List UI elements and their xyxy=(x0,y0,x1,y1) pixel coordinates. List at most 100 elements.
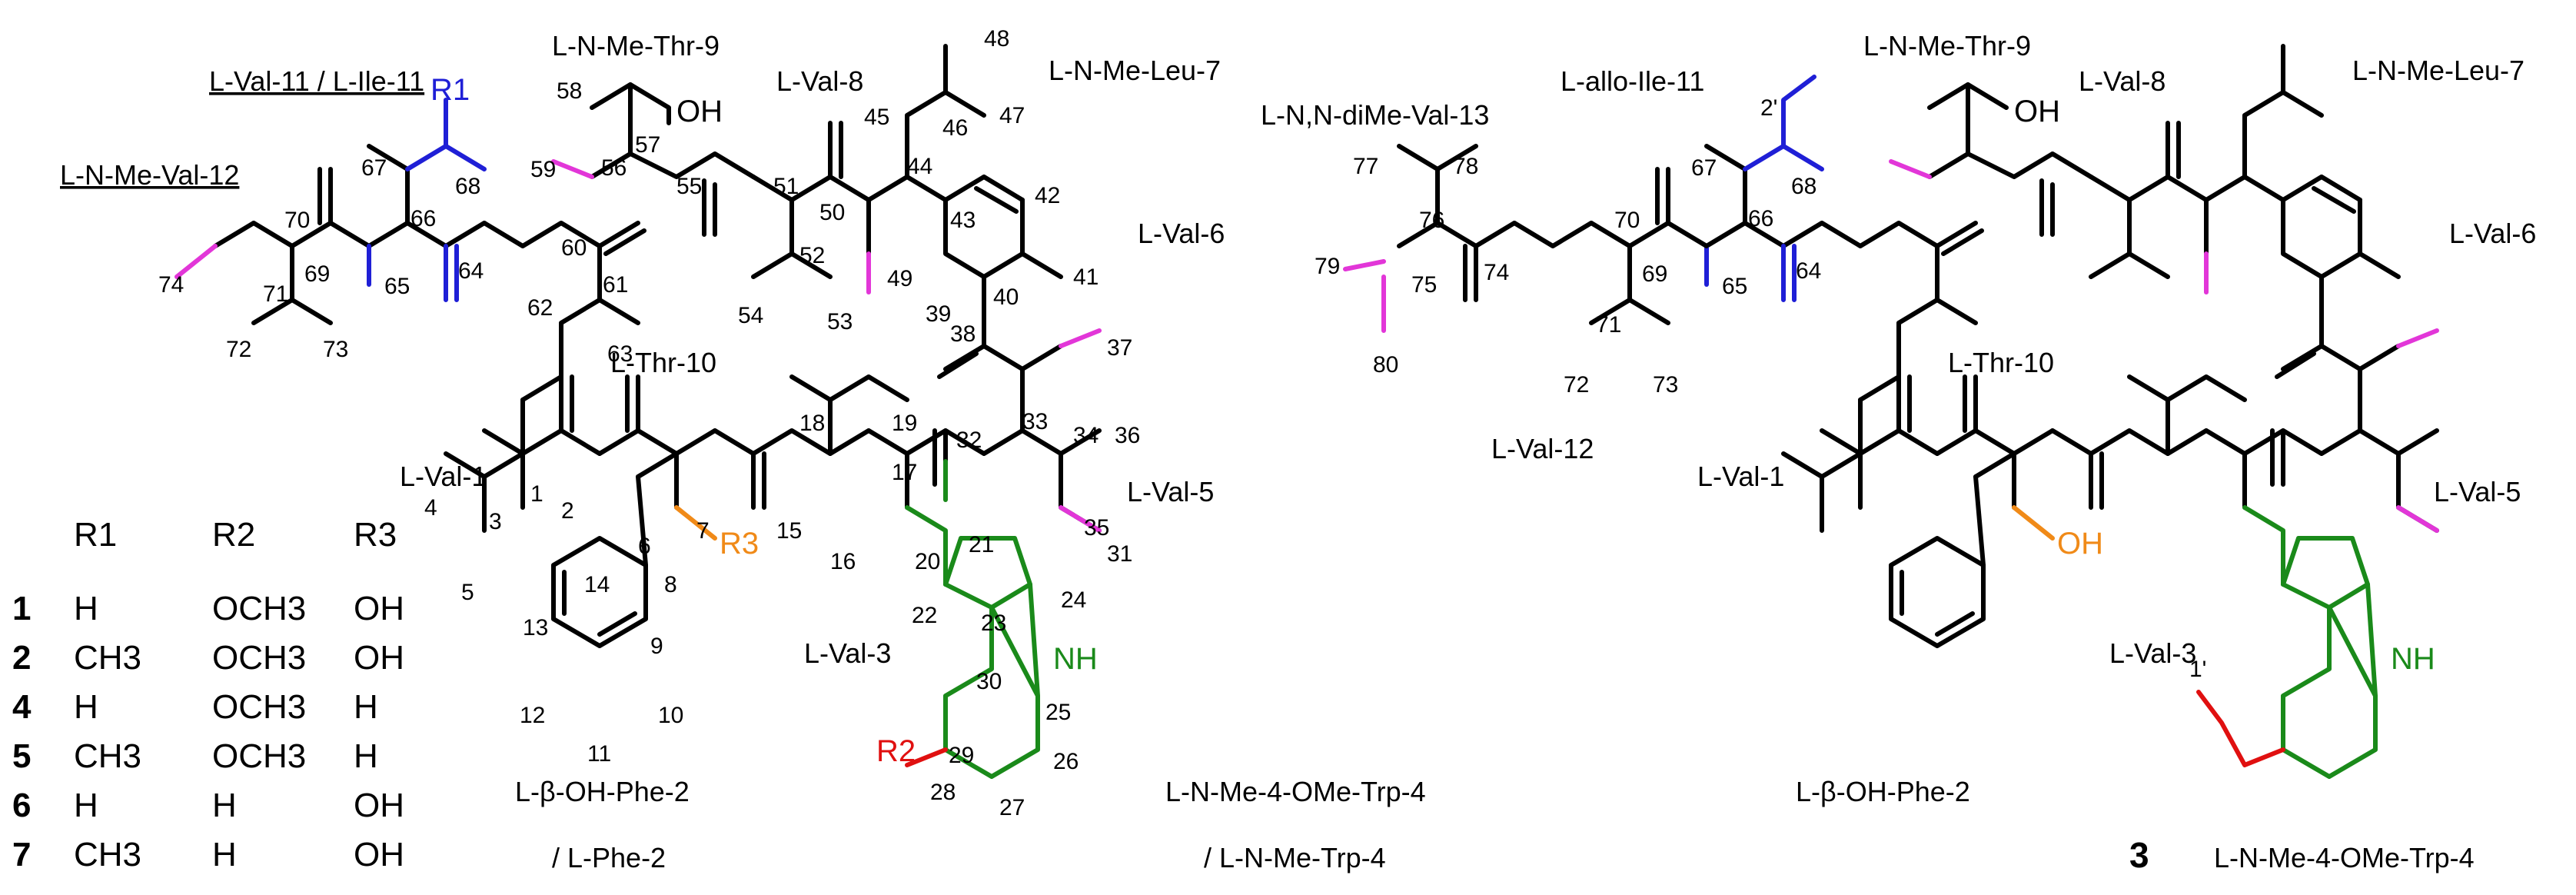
label-val8: L-Val-8 xyxy=(2079,65,2166,97)
right-residue-labels: L-N,N-diMe-Val-13 L-allo-Ile-11 L-Val-12… xyxy=(1261,30,2536,875)
label-nmethr9: L-N-Me-Thr-9 xyxy=(552,30,720,62)
atom-69: 69 xyxy=(304,261,330,287)
atom-70: 70 xyxy=(1614,208,1640,233)
label-phe2: / L-Phe-2 xyxy=(552,842,666,873)
atom-24: 24 xyxy=(1061,587,1086,613)
atom-65: 65 xyxy=(384,274,410,299)
table-row-6: 6 H H OH xyxy=(12,787,404,824)
atom-58: 58 xyxy=(557,78,582,104)
label-dimeval13: L-N,N-diMe-Val-13 xyxy=(1261,99,1489,131)
atom-r1: R1 xyxy=(430,73,470,107)
atom-30: 30 xyxy=(976,669,1002,694)
atom-49: 49 xyxy=(887,266,912,291)
atom-45: 45 xyxy=(864,105,889,130)
table-row-2: 2 CH3 OCH3 OH xyxy=(12,639,404,677)
label-val1: L-Val-1 xyxy=(1697,461,1784,492)
atom-74: 74 xyxy=(158,272,184,298)
atom-35: 35 xyxy=(1084,515,1109,541)
compound-number: 2 xyxy=(12,639,31,677)
atom-4: 4 xyxy=(424,495,437,521)
atom-70: 70 xyxy=(284,208,310,233)
label-val6: L-Val-6 xyxy=(1138,218,1225,249)
atom-8: 8 xyxy=(664,572,677,597)
label-nme4ometrp4: L-N-Me-4-OMe-Trp-4 xyxy=(2214,842,2475,873)
atom-29: 29 xyxy=(949,743,974,768)
right-structure-compound-3: L-N,N-diMe-Val-13 L-allo-Ile-11 L-Val-12… xyxy=(1261,30,2536,875)
compound-number: 6 xyxy=(12,787,31,824)
atom-67: 67 xyxy=(361,155,387,181)
header-r1: R1 xyxy=(74,516,117,554)
cell-r1: H xyxy=(74,787,98,824)
atom-r2: R2 xyxy=(876,734,916,768)
atom-71: 71 xyxy=(1596,312,1621,338)
atom-46: 46 xyxy=(942,115,968,141)
atom-20: 20 xyxy=(915,549,940,574)
atom-69: 69 xyxy=(1642,261,1667,287)
header-r3: R3 xyxy=(354,516,397,554)
atom-77: 77 xyxy=(1353,154,1378,179)
label-val6: L-Val-6 xyxy=(2449,218,2536,249)
left-bonds-red xyxy=(905,747,948,767)
label-val5: L-Val-5 xyxy=(2434,476,2521,507)
atom-55: 55 xyxy=(676,174,702,199)
atom-11: 11 xyxy=(587,741,611,767)
atom-oh-57: OH xyxy=(2014,95,2060,128)
cell-r2: H xyxy=(212,787,237,824)
atom-16: 16 xyxy=(830,549,856,574)
atom-53: 53 xyxy=(827,309,853,334)
label-val8: L-Val-8 xyxy=(776,65,863,97)
atom-34: 34 xyxy=(1073,423,1099,448)
cell-r1: CH3 xyxy=(74,836,141,873)
label-val3: L-Val-3 xyxy=(804,637,891,669)
atom-26: 26 xyxy=(1053,749,1079,774)
atom-2: 2 xyxy=(561,498,574,524)
compound-number: 4 xyxy=(12,688,32,726)
atom-32: 32 xyxy=(956,428,982,453)
cell-r2: OCH3 xyxy=(212,639,306,677)
atom-7: 7 xyxy=(696,518,710,544)
atom-27: 27 xyxy=(999,795,1025,820)
atom-5: 5 xyxy=(461,580,474,605)
atom-r3: R3 xyxy=(720,527,759,561)
cell-r2: OCH3 xyxy=(212,688,306,726)
atom-57: 57 xyxy=(635,132,660,158)
left-atom-labels: OH R1 R3 R2 NH 48 47 46 45 44 43 42 41 4… xyxy=(158,26,1140,820)
label-nmeval12: L-N-Me-Val-12 xyxy=(60,159,239,191)
atom-64: 64 xyxy=(458,258,484,284)
atom-62: 62 xyxy=(527,295,553,321)
atom-33: 33 xyxy=(1022,409,1048,434)
atom-73: 73 xyxy=(323,337,348,362)
atom-51: 51 xyxy=(773,174,799,199)
atom-63: 63 xyxy=(607,341,633,367)
atom-25: 25 xyxy=(1045,700,1071,725)
atom-31: 31 xyxy=(1107,541,1132,567)
label-alloile11: L-allo-Ile-11 xyxy=(1561,65,1704,97)
table-header: R1 R2 R3 xyxy=(74,516,397,554)
atom-67: 67 xyxy=(1691,155,1717,181)
atom-10: 10 xyxy=(658,703,683,728)
table-row-5: 5 CH3 OCH3 H xyxy=(12,737,378,775)
atom-41: 41 xyxy=(1073,265,1099,290)
right-core xyxy=(1704,44,2439,779)
atom-60: 60 xyxy=(561,235,587,261)
atom-73: 73 xyxy=(1653,372,1678,398)
left-structure: L-Val-11 / L-Ile-11 L-N-Me-Val-12 L-N-Me… xyxy=(60,26,1426,873)
table-row-1: 1 H OCH3 OH xyxy=(12,590,404,627)
atom-3: 3 xyxy=(489,509,502,534)
atom-52: 52 xyxy=(799,243,825,268)
atom-43: 43 xyxy=(950,208,976,233)
atom-6: 6 xyxy=(638,534,651,559)
atom-1prime: 1' xyxy=(2189,657,2206,682)
atom-39: 39 xyxy=(926,301,951,327)
atom-28: 28 xyxy=(930,780,956,805)
atom-66: 66 xyxy=(1748,206,1773,231)
atom-78: 78 xyxy=(1453,154,1478,179)
atom-14: 14 xyxy=(584,572,610,597)
atom-13: 13 xyxy=(523,615,548,640)
atom-9: 9 xyxy=(650,634,663,659)
cell-r1: CH3 xyxy=(74,737,141,775)
label-nmethr9: L-N-Me-Thr-9 xyxy=(1863,30,2031,62)
atom-79: 79 xyxy=(1315,254,1340,279)
label-bohphe2: L-β-OH-Phe-2 xyxy=(1796,776,1970,807)
cell-r3: H xyxy=(354,688,378,726)
